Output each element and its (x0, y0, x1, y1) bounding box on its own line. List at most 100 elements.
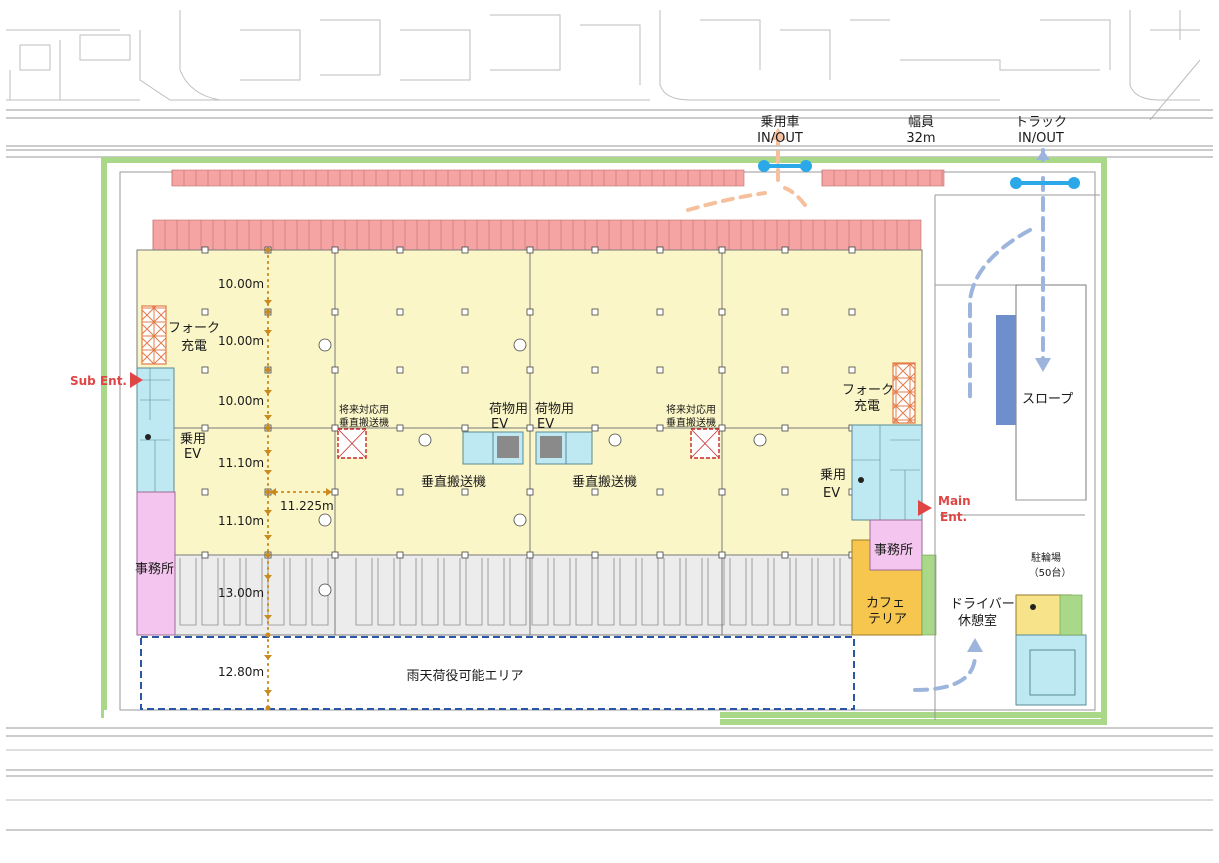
column-marker-icon (526, 308, 534, 316)
column-marker-icon (396, 366, 404, 374)
future-conveyor-1-line1: 将来対応用 (339, 403, 389, 416)
column-marker-icon (526, 424, 534, 432)
site-boundary (101, 157, 1107, 725)
column-marker-icon (718, 551, 726, 559)
passenger-ev-left-2: EV (184, 447, 201, 462)
future-conveyor-2-line2: 垂直搬送機 (666, 416, 716, 429)
dimension-labels: 10.00m 10.00m 10.00m 11.10m 11.10m 13.00… (218, 277, 334, 679)
column-marker-icon (591, 246, 599, 254)
driver-lounge-line2: 休憩室 (958, 613, 997, 629)
column-marker-icon (526, 488, 534, 496)
fork-charge-left-1: フォーク (168, 321, 220, 336)
cargo-ev-2-line2: EV (537, 417, 554, 432)
column-marker-icon (848, 246, 856, 254)
road-labels: 乗用車 IN/OUT 幅員 32m トラック IN/OUT (757, 115, 1067, 146)
rain-area-label: 雨天荷役可能エリア (406, 669, 523, 684)
fork-charge-right-1: フォーク (842, 383, 894, 398)
truck-inout-label: IN/OUT (1018, 131, 1064, 146)
road-width-label: 幅員 (908, 115, 934, 130)
cargo-ev-2-line1: 荷物用 (535, 402, 574, 417)
ss-marker-icon (513, 338, 527, 352)
column-marker-icon (331, 246, 339, 254)
dimension-arrow-icon (267, 249, 335, 709)
column-marker-icon (656, 424, 664, 432)
column-marker-icon (781, 424, 789, 432)
dim-4: 11.10m (218, 456, 264, 470)
column-marker-icon (591, 366, 599, 374)
column-marker-icon (781, 488, 789, 496)
column-marker-icon (461, 424, 469, 432)
cargo-elevators (337, 428, 720, 465)
dim-2: 10.00m (218, 334, 264, 348)
room-labels: フォーク 充電 フォーク 充電 乗用 EV 乗用 EV 荷物用 EV 荷物用 E… (135, 321, 1073, 684)
vertical-conveyor-1: 垂直搬送機 (421, 475, 486, 490)
bottom-road (6, 727, 1213, 831)
slope-label: スロープ (1022, 392, 1073, 407)
entrance-labels: Sub Ent. Main Ent. (70, 374, 971, 524)
column-marker-icon (781, 551, 789, 559)
ss-marker-icon (318, 513, 332, 527)
dimension-ticks (264, 247, 332, 711)
main-entrance-label-2: Ent. (940, 510, 967, 524)
passenger-ev-right-2: EV (823, 486, 840, 501)
cafeteria-line1: カフェ (866, 596, 905, 611)
car-inout-label: IN/OUT (757, 131, 803, 146)
column-marker-icon (848, 366, 856, 374)
column-marker-icon (201, 366, 209, 374)
rain-area (140, 636, 855, 710)
column-marker-icon (396, 308, 404, 316)
column-marker-icon (656, 308, 664, 316)
column-marker-icon (201, 246, 209, 254)
cargo-ev-1-line2: EV (491, 417, 508, 432)
dim-7: 12.80m (218, 665, 264, 679)
column-marker-icon (718, 308, 726, 316)
cafeteria-line2: テリア (868, 612, 907, 627)
column-marker-icon (718, 424, 726, 432)
bike-parking-line2: （50台） (1029, 566, 1072, 579)
column-marker-icon (656, 366, 664, 374)
office-right: 事務所 (874, 543, 913, 558)
column-marker-icon (848, 308, 856, 316)
column-marker-icon (656, 488, 664, 496)
vertical-conveyor-2: 垂直搬送機 (572, 475, 637, 490)
column-marker-icon (331, 488, 339, 496)
main-entrance-label-1: Main (938, 494, 971, 508)
column-marker-icon (718, 246, 726, 254)
dim-1: 10.00m (218, 277, 264, 291)
column-marker-icon (781, 366, 789, 374)
column-marker-icon (331, 366, 339, 374)
dim-3: 10.00m (218, 394, 264, 408)
column-marker-icon (781, 246, 789, 254)
column-marker-icon (396, 488, 404, 496)
column-marker-icon (526, 246, 534, 254)
column-marker-icon (396, 551, 404, 559)
column-marker-icon (331, 551, 339, 559)
dim-6: 13.00m (218, 586, 264, 600)
column-marker-icon (461, 551, 469, 559)
column-marker-icon (718, 488, 726, 496)
future-conveyor-2-line1: 将来対応用 (666, 403, 716, 416)
dim-5: 11.10m (218, 514, 264, 528)
cargo-ev-1-line1: 荷物用 (489, 402, 528, 417)
future-conveyor-1-line2: 垂直搬送機 (339, 416, 389, 429)
column-marker-icon (461, 366, 469, 374)
ss-marker-icon (513, 513, 527, 527)
ss-marker-icon (318, 338, 332, 352)
passenger-ev-left-1: 乗用 (180, 432, 206, 447)
column-marker-icon (781, 308, 789, 316)
dim-span: 11.225m (280, 499, 334, 513)
slope-area (934, 194, 1100, 720)
ss-marker-icon (418, 433, 432, 447)
left-core (136, 305, 176, 636)
fork-charge-right-2: 充電 (854, 398, 880, 414)
column-marker-icon (591, 551, 599, 559)
column-marker-icon (201, 308, 209, 316)
truck-label: トラック (1015, 115, 1067, 130)
column-marker-icon (201, 424, 209, 432)
bike-parking-line1: 駐輪場 (1031, 551, 1061, 564)
column-marker-icon (396, 246, 404, 254)
column-marker-icon (396, 424, 404, 432)
ss-marker-icon (753, 433, 767, 447)
column-marker-icon (331, 308, 339, 316)
